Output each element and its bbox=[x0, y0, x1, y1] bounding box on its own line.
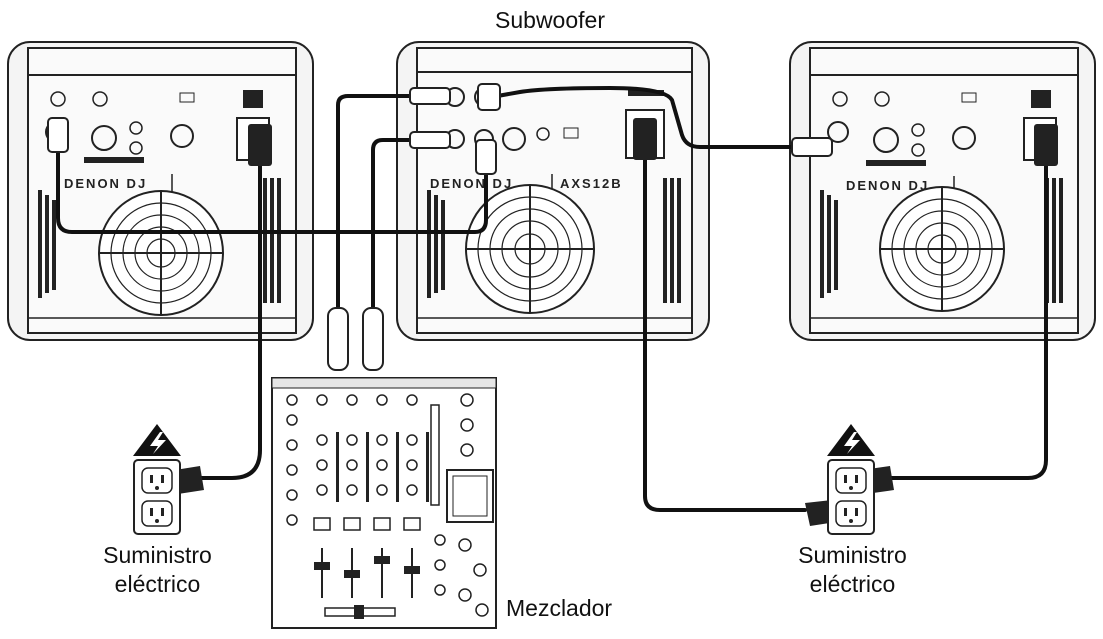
left-speaker-grille bbox=[98, 190, 224, 316]
cable-sub-to-right bbox=[490, 86, 802, 149]
right-speaker: DENON DJ bbox=[789, 41, 1096, 341]
left-speaker-brand: DENON DJ bbox=[64, 176, 147, 191]
power-supply-left-line1: Suministro bbox=[103, 542, 212, 568]
power-supply-left-line2: eléctrico bbox=[114, 570, 201, 597]
power-outlet-right bbox=[827, 459, 875, 535]
left-speaker-vents-left bbox=[38, 190, 56, 298]
power-supply-right-line2: eléctrico bbox=[809, 570, 896, 597]
power-supply-right-line1: Suministro bbox=[798, 542, 907, 568]
subwoofer-grille bbox=[465, 184, 595, 314]
cable-mixer-to-sub-2 bbox=[371, 138, 420, 320]
power-supply-right-label: Suministro eléctrico bbox=[770, 541, 935, 599]
right-speaker-vents-left bbox=[820, 190, 838, 298]
high-voltage-warning-icon bbox=[133, 424, 181, 456]
power-cable-right bbox=[888, 158, 1048, 480]
cables bbox=[56, 86, 1048, 512]
subwoofer-brand: DENON DJ bbox=[430, 176, 513, 191]
cable-left-to-sub bbox=[56, 143, 488, 234]
plugs bbox=[47, 83, 1058, 526]
power-outlet-left bbox=[133, 459, 181, 535]
right-speaker-grille bbox=[879, 186, 1005, 312]
right-speaker-brand: DENON DJ bbox=[846, 178, 929, 193]
power-cable-left bbox=[194, 158, 262, 480]
subwoofer-vents-left bbox=[427, 190, 445, 298]
mixer-master-controls bbox=[434, 393, 489, 617]
cable-mixer-to-sub-1 bbox=[336, 94, 420, 320]
left-speaker-vents-right bbox=[263, 178, 281, 303]
subwoofer-vents-right bbox=[663, 178, 681, 303]
mixer bbox=[271, 377, 497, 629]
mixer-meters bbox=[336, 404, 440, 506]
power-supply-left-label: Suministro eléctrico bbox=[75, 541, 240, 599]
left-speaker: DENON DJ bbox=[7, 41, 314, 341]
subwoofer: DENON DJ AXS12B bbox=[396, 41, 710, 341]
mixer-channel-strips bbox=[286, 394, 421, 531]
mixer-display bbox=[446, 469, 494, 523]
subwoofer-label: Subwoofer bbox=[495, 7, 605, 33]
mixer-faders bbox=[314, 548, 420, 619]
power-cable-sub bbox=[643, 158, 807, 512]
subwoofer-model: AXS12B bbox=[560, 176, 623, 191]
high-voltage-warning-icon bbox=[827, 424, 875, 456]
mixer-label: Mezclador bbox=[506, 595, 613, 621]
